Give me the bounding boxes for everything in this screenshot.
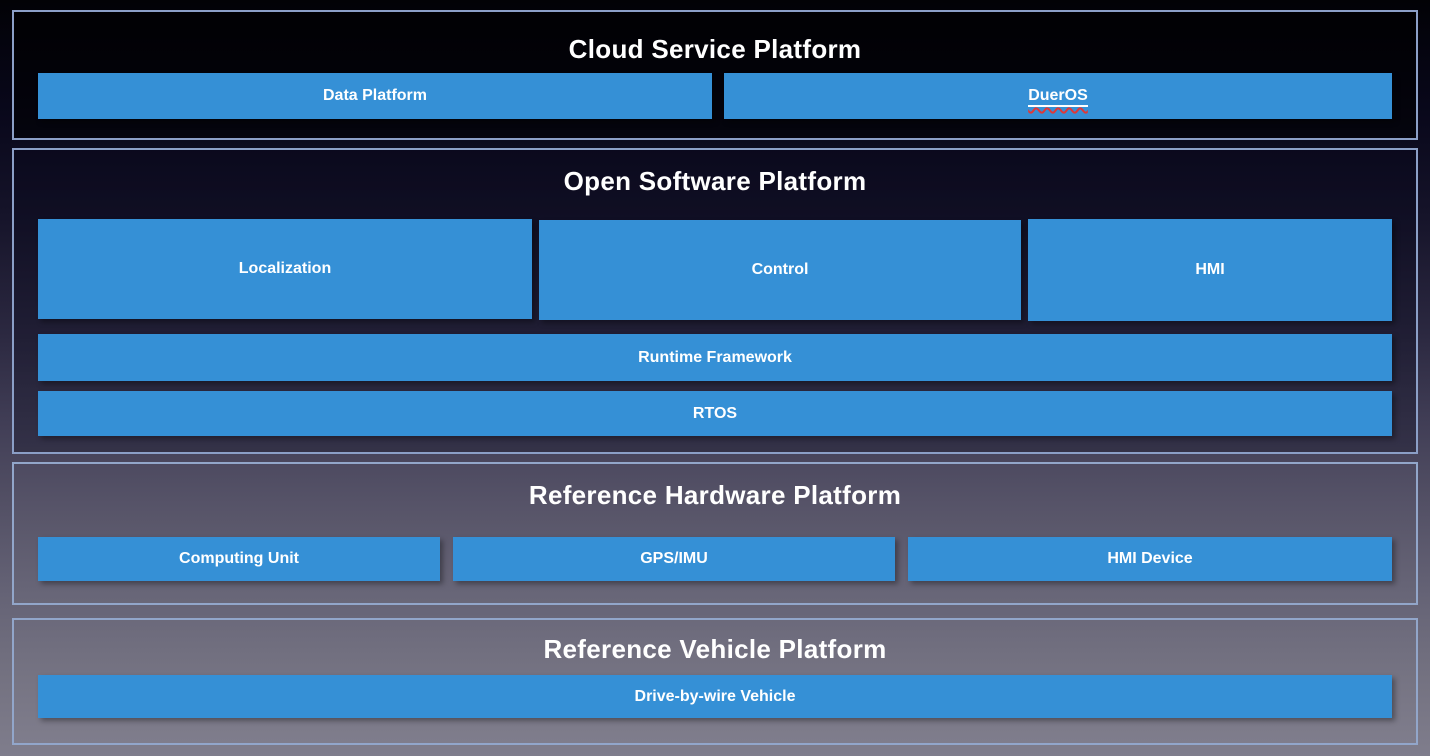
computing-unit-label: Computing Unit — [179, 550, 299, 567]
hmi-device-label: HMI Device — [1107, 550, 1193, 567]
runtime-framework-label: Runtime Framework — [638, 348, 792, 366]
section-reference-vehicle-platform: Reference Vehicle Platform Drive-by-wire… — [12, 618, 1418, 745]
box-hmi: HMI — [1028, 219, 1392, 321]
reference-vehicle-platform-title: Reference Vehicle Platform — [543, 634, 887, 664]
gps-imu-label: GPS/IMU — [640, 550, 708, 567]
drive-by-wire-vehicle-label: Drive-by-wire Vehicle — [634, 687, 796, 705]
cloud-service-platform-title: Cloud Service Platform — [568, 34, 862, 64]
control-label: Control — [751, 261, 809, 278]
rtos-label: RTOS — [692, 404, 738, 422]
section-cloud-service-platform: Cloud Service Platform Data Platform Due… — [12, 10, 1418, 140]
section-open-software-platform: Open Software Platform Localization Cont… — [12, 148, 1418, 454]
box-dueros: DuerOS — [724, 73, 1392, 119]
dueros-link[interactable]: DuerOS — [1028, 87, 1088, 107]
reference-hardware-platform-title: Reference Hardware Platform — [528, 480, 902, 510]
box-computing-unit: Computing Unit — [38, 537, 440, 581]
hmi-label: HMI — [1195, 261, 1225, 278]
dueros-spellcheck-squiggle: DuerOS — [1028, 87, 1088, 107]
box-gps-imu: GPS/IMU — [453, 537, 895, 581]
box-data-platform: Data Platform — [38, 73, 712, 119]
box-rtos: RTOS — [38, 391, 1392, 436]
box-drive-by-wire-vehicle: Drive-by-wire Vehicle — [38, 675, 1392, 718]
section-reference-hardware-platform: Reference Hardware Platform Computing Un… — [12, 462, 1418, 605]
open-software-platform-title: Open Software Platform — [563, 166, 867, 196]
localization-label: Localization — [238, 260, 332, 277]
data-platform-label: Data Platform — [322, 87, 428, 104]
box-hmi-device: HMI Device — [908, 537, 1392, 581]
box-control: Control — [539, 220, 1021, 320]
box-localization: Localization — [38, 219, 532, 319]
box-runtime-framework: Runtime Framework — [38, 334, 1392, 381]
